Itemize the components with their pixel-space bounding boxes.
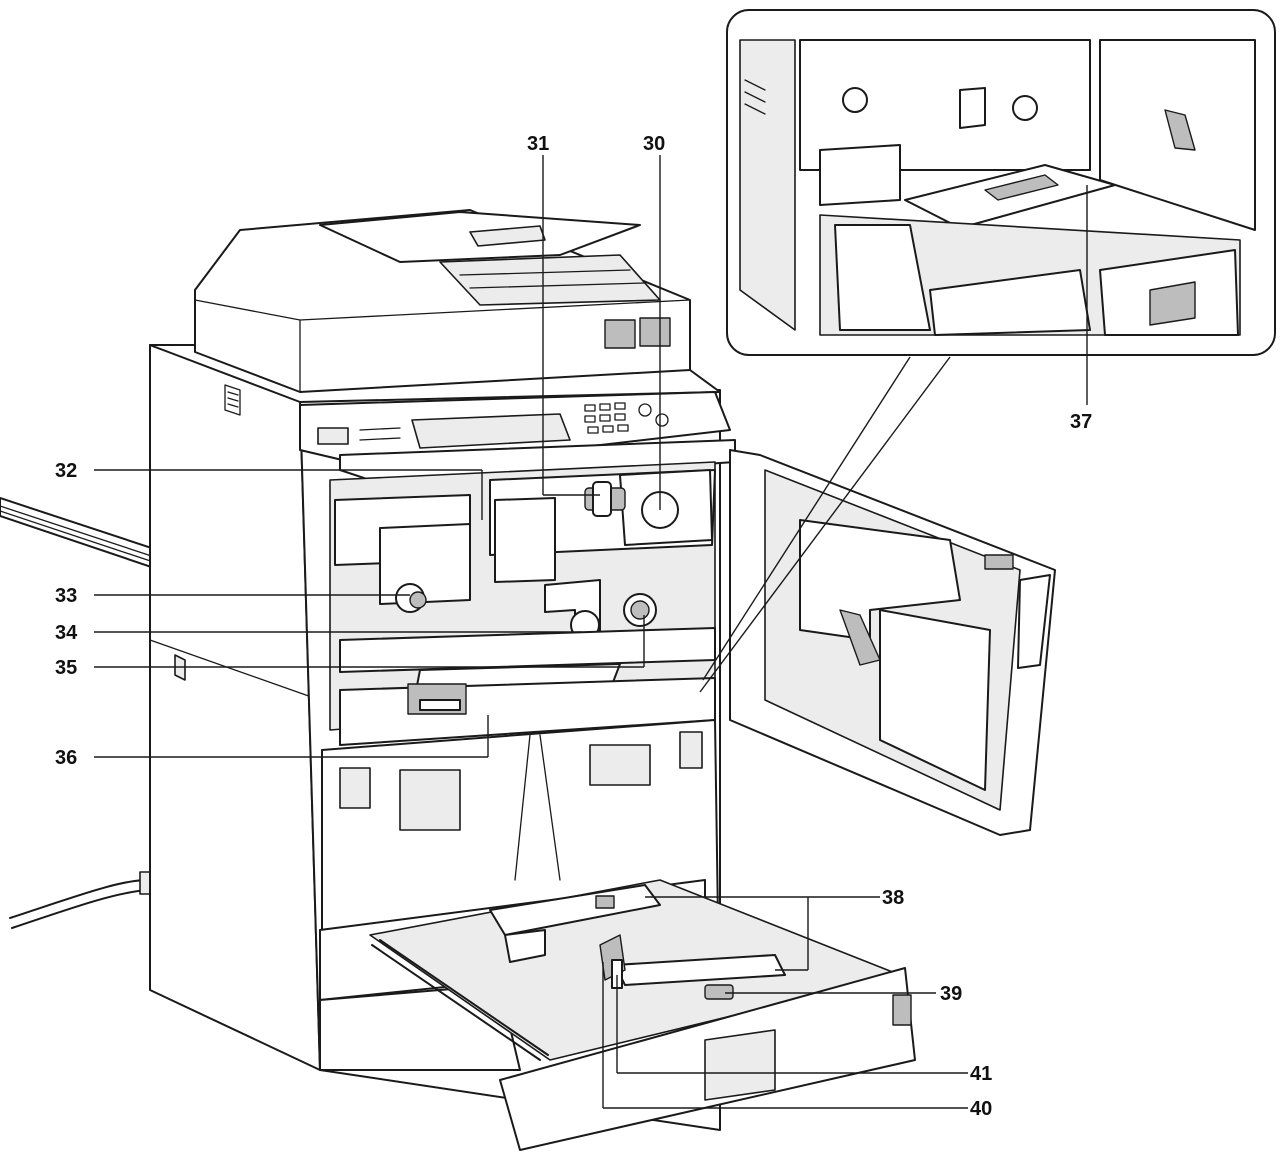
waste-toner-knob: [623, 593, 657, 627]
toner-container: [619, 469, 713, 546]
guide-lock-tab: [704, 984, 734, 1000]
drum-release-knob: [395, 583, 427, 613]
callout-39: 39: [940, 983, 962, 1005]
touch-panel-display: [411, 413, 571, 449]
leader-lines: [94, 155, 1088, 1109]
callout-40: 40: [970, 1098, 992, 1120]
callout-30: 30: [643, 133, 665, 155]
side-vent: [224, 384, 241, 416]
callout-34: 34: [55, 622, 78, 644]
callout-33: 33: [55, 585, 77, 607]
callout-36: 36: [55, 747, 77, 769]
callout-labels: 30 31 32 33 34 35 36 37 38 39 40 41: [55, 133, 1092, 1120]
front-door-open: [729, 449, 1056, 836]
callout-35: 35: [55, 657, 77, 679]
callout-37: 37: [1070, 411, 1092, 433]
power-cord: [9, 871, 153, 929]
interior: [329, 461, 716, 746]
callout-41: 41: [970, 1063, 992, 1085]
bottom-plate-tab: [599, 934, 626, 989]
paper-width-guide: [489, 884, 661, 963]
inset-detail: [699, 9, 1276, 693]
callout-31: 31: [527, 133, 549, 155]
callout-32: 32: [55, 460, 77, 482]
callout-38: 38: [882, 887, 904, 909]
document-processor: [194, 209, 691, 393]
numeric-keypad: [584, 402, 669, 434]
paper-cassette-drawer: [369, 879, 916, 1151]
front-lower-panel: [321, 719, 719, 931]
toner-lock-lever: [584, 481, 626, 517]
